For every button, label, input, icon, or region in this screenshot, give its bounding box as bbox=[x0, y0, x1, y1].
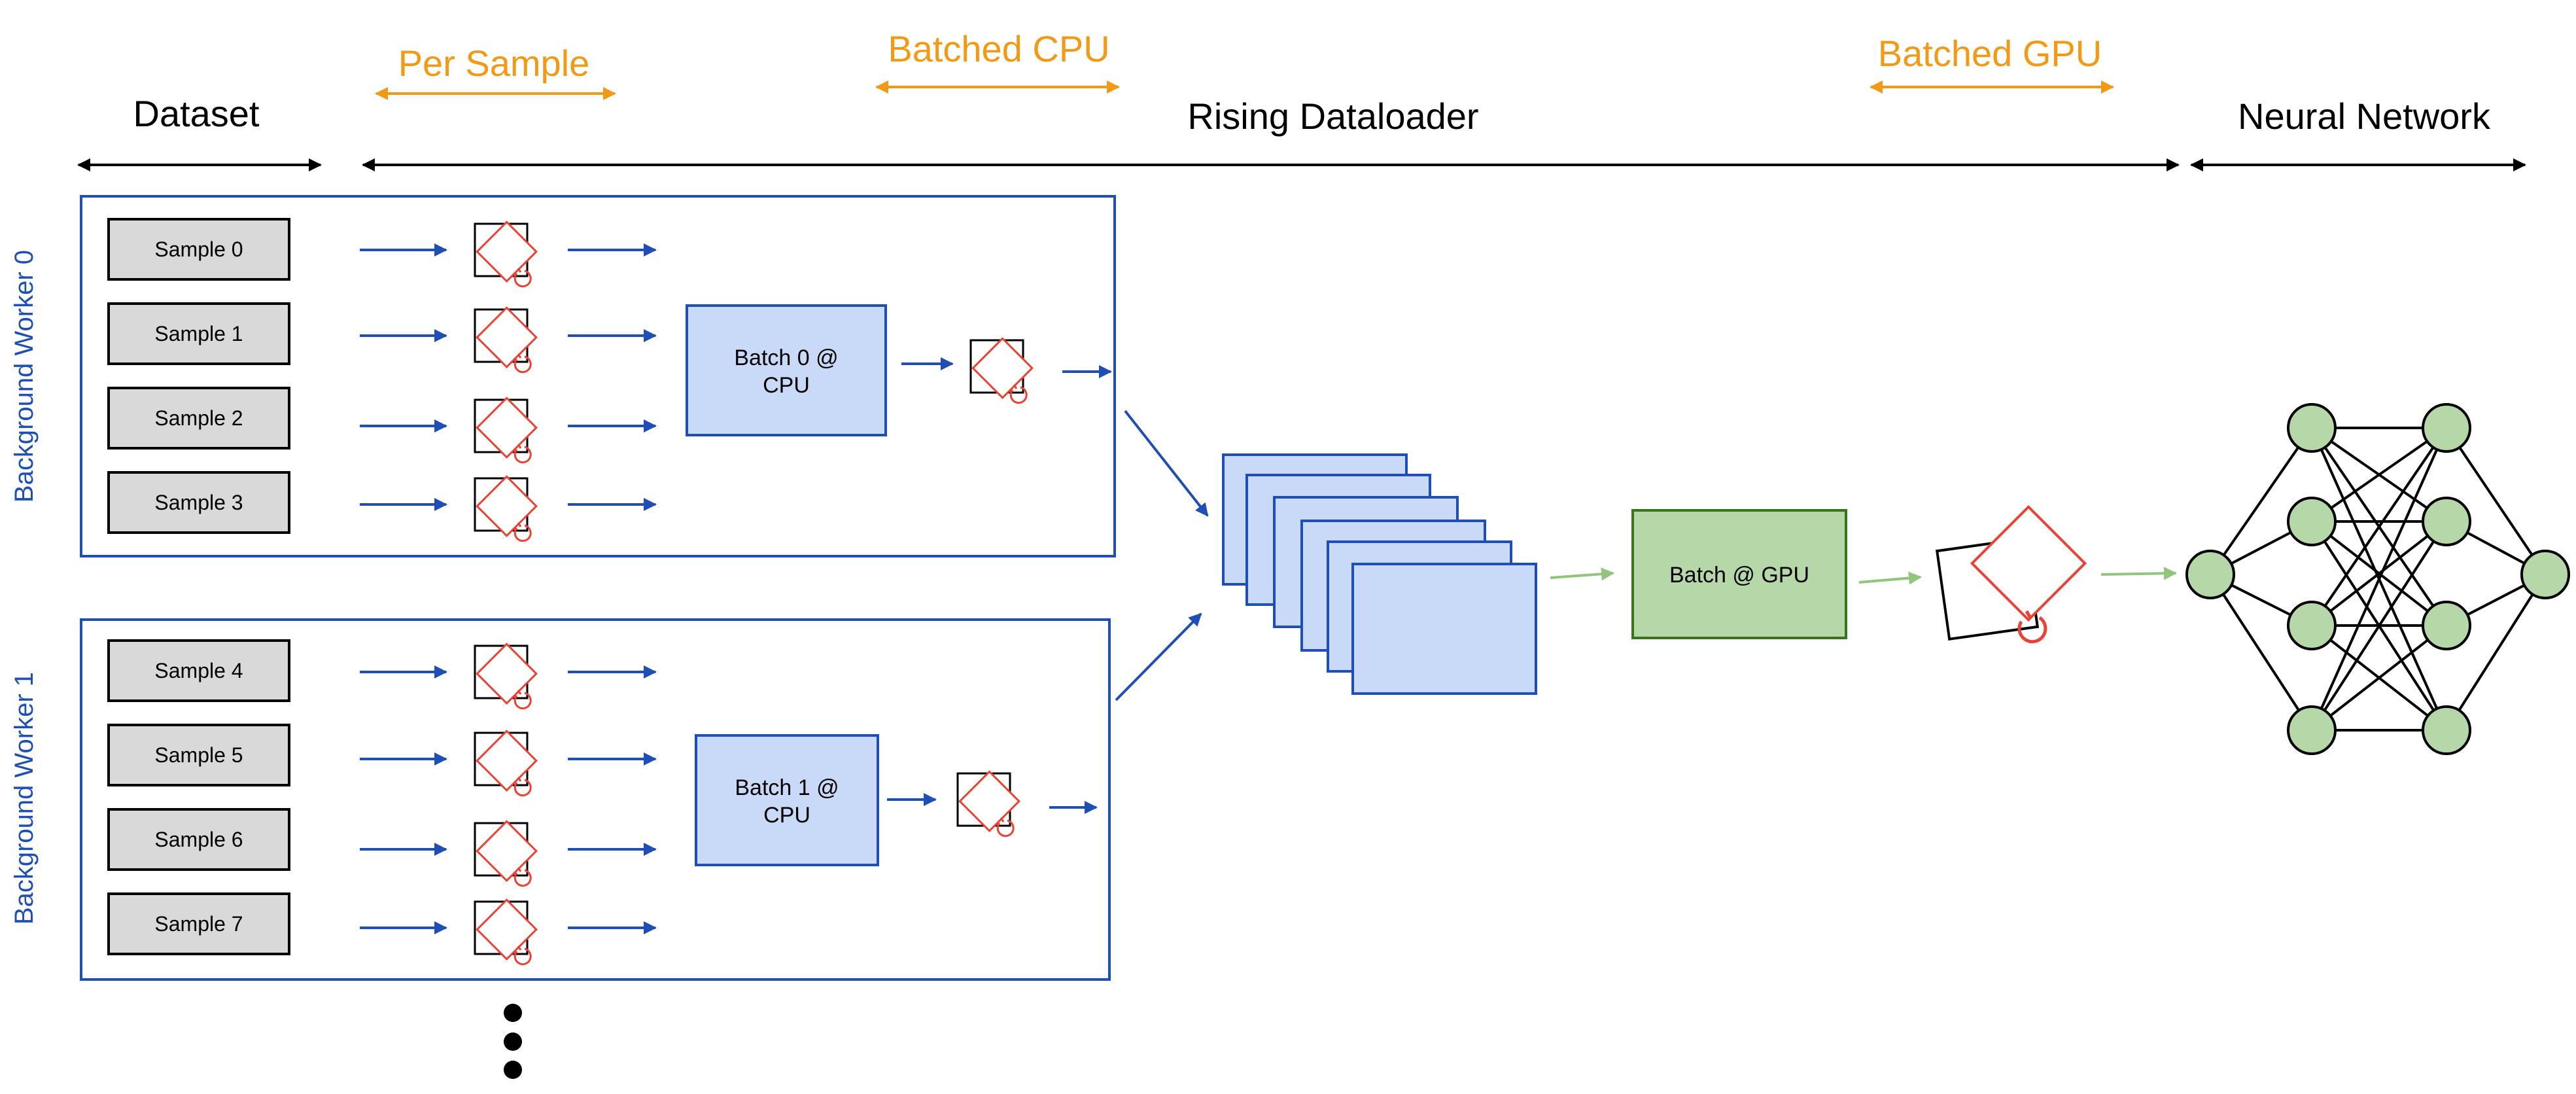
rotate-transform-icon bbox=[474, 306, 538, 374]
network-nodes bbox=[2185, 403, 2570, 755]
more-workers-dot bbox=[504, 1032, 522, 1051]
sample-box-7: Sample 7 bbox=[107, 892, 290, 955]
sample-label: Sample 2 bbox=[154, 406, 243, 430]
sample-box-6: Sample 6 bbox=[107, 808, 290, 871]
arrow-transform-to-network bbox=[2100, 567, 2177, 580]
header-neural-network: Neural Network bbox=[2238, 96, 2491, 137]
batch-label-line1: Batch 0 @ bbox=[734, 345, 838, 370]
arrow-worker0-to-queue bbox=[1124, 410, 1209, 517]
arrow-gpu-to-transform bbox=[1858, 571, 1922, 585]
sample-box-1: Sample 1 bbox=[107, 302, 290, 365]
header-per-sample: Per Sample bbox=[398, 43, 590, 84]
batch-gpu-box: Batch @ GPU bbox=[1631, 509, 1847, 639]
sample-label: Sample 3 bbox=[154, 491, 243, 514]
header-batched-cpu: Batched CPU bbox=[888, 28, 1109, 69]
more-workers-dot bbox=[504, 1061, 522, 1079]
rotate-transform-icon bbox=[474, 898, 538, 966]
network-edges bbox=[2209, 427, 2547, 732]
rotate-transform-icon bbox=[969, 337, 1034, 404]
sample-label: Sample 6 bbox=[154, 828, 243, 851]
worker-0-frame bbox=[80, 195, 1116, 557]
sample-label: Sample 1 bbox=[154, 322, 243, 345]
rotate-transform-icon bbox=[474, 475, 538, 542]
rotate-transform-icon bbox=[474, 820, 538, 887]
gpu-rotate-transform-icon bbox=[1935, 504, 2087, 644]
sample-label: Sample 7 bbox=[154, 912, 243, 936]
arrow-queue-to-gpu bbox=[1550, 567, 1614, 581]
batch-label-line2: CPU bbox=[763, 803, 810, 828]
batch-queue-stack bbox=[1222, 453, 1537, 695]
batch-gpu-label: Batch @ GPU bbox=[1669, 563, 1809, 588]
sample-box-0: Sample 0 bbox=[107, 218, 290, 281]
header-batched-gpu: Batched GPU bbox=[1878, 33, 2102, 74]
rotate-transform-icon bbox=[956, 770, 1020, 838]
header-dataset: Dataset bbox=[133, 93, 260, 134]
sample-box-3: Sample 3 bbox=[107, 471, 290, 534]
batch-0-cpu-box: Batch 0 @ CPU bbox=[686, 304, 887, 436]
worker-1-frame bbox=[80, 618, 1111, 981]
sample-box-5: Sample 5 bbox=[107, 724, 290, 786]
rotate-transform-icon bbox=[474, 730, 538, 797]
sample-label: Sample 4 bbox=[154, 659, 243, 682]
neural-network-icon bbox=[2185, 403, 2570, 755]
sample-box-2: Sample 2 bbox=[107, 387, 290, 450]
worker-0: Background Worker 0 Sample 0 Sample 1 Sa… bbox=[10, 195, 1116, 557]
worker-0-label: Background Worker 0 bbox=[10, 250, 39, 503]
batch-1-cpu-box: Batch 1 @ CPU bbox=[695, 734, 879, 866]
more-workers-dot bbox=[504, 1004, 522, 1022]
batch-label-line1: Batch 1 @ bbox=[735, 775, 839, 800]
sample-label: Sample 0 bbox=[154, 238, 243, 261]
sample-label: Sample 5 bbox=[154, 743, 243, 767]
rotate-transform-icon bbox=[474, 221, 538, 288]
rotate-transform-icon bbox=[474, 397, 538, 464]
arrow-worker1-to-queue bbox=[1115, 612, 1202, 701]
header-rising-dataloader: Rising Dataloader bbox=[1187, 96, 1478, 137]
sample-box-4: Sample 4 bbox=[107, 639, 290, 702]
worker-1-label: Background Worker 1 bbox=[10, 672, 39, 925]
queued-batch bbox=[1351, 563, 1537, 695]
rotate-transform-icon bbox=[474, 643, 538, 710]
worker-1: Background Worker 1 Sample 4 Sample 5 Sa… bbox=[10, 618, 1111, 981]
batch-label-line2: CPU bbox=[763, 373, 810, 398]
